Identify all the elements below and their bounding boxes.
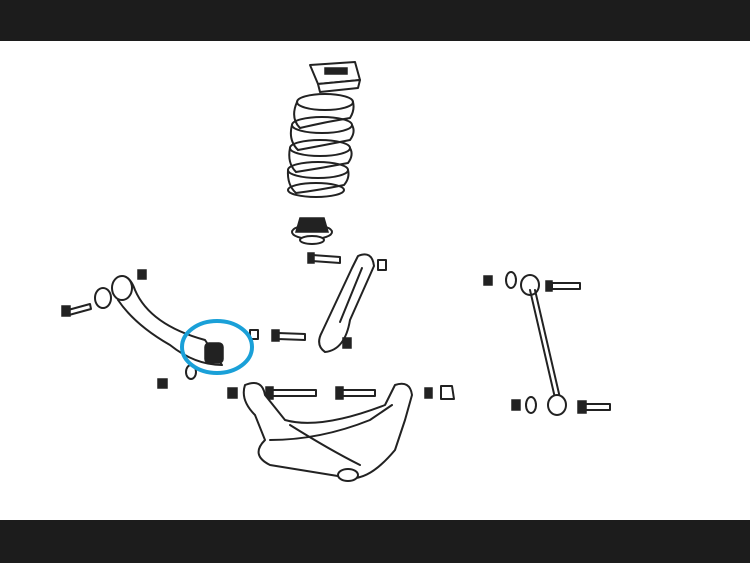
rear-knuckle-cradle	[242, 382, 413, 482]
suspension-diagram	[61, 61, 611, 482]
highlight-circle	[180, 319, 254, 375]
spring-top-mount	[309, 61, 361, 93]
trailing-arm	[94, 275, 224, 380]
top-letterbox-bar	[0, 0, 750, 41]
upper-control-link	[318, 253, 375, 353]
bolts	[61, 252, 611, 414]
bottom-letterbox-bar	[0, 520, 750, 563]
coil-spring	[286, 93, 355, 198]
spring-lower-isolator	[291, 217, 333, 245]
toe-link	[505, 271, 567, 416]
